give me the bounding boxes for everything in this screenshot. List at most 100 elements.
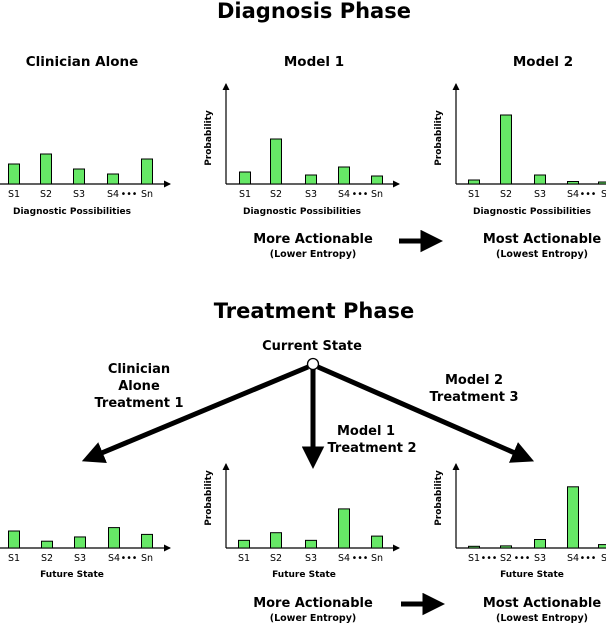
- chart-title: Model 1: [284, 54, 344, 70]
- tick-label: S2: [270, 189, 282, 200]
- treatment-branches: [81, 357, 535, 470]
- bar-sn: [141, 533, 153, 549]
- bar-s1: [238, 539, 250, 549]
- x-axis-label: Diagnostic Possibilities: [473, 207, 591, 217]
- chart-model-1: Model 1 Probability S1 S2 S3 S4 Sn ••• Diagn…: [204, 54, 400, 217]
- tick-label: S: [601, 189, 606, 200]
- tick-label: S1: [468, 189, 480, 200]
- most-actionable-label: Most Actionable: [483, 596, 602, 611]
- tick-label: Sn: [371, 189, 383, 200]
- bar-s3: [74, 536, 86, 549]
- tick-label: S4: [567, 189, 579, 200]
- bar-s2: [500, 114, 512, 185]
- bar-s3: [305, 539, 317, 549]
- lower-entropy-label: (Lower Entropy): [270, 249, 356, 260]
- ellipsis-label: •••: [580, 553, 597, 564]
- bars: [8, 153, 153, 185]
- ellipsis-label: •••: [352, 189, 369, 200]
- x-axis-label: Future State: [272, 570, 336, 580]
- tick-label: S2: [270, 553, 282, 564]
- diagnosis-phase-title: Diagnosis Phase: [217, 0, 411, 23]
- tick-label: S3: [74, 553, 86, 564]
- branch-arrow-left: [81, 364, 309, 463]
- tick-label: S1: [8, 189, 20, 200]
- bar-s3: [73, 168, 85, 185]
- bar-s4: [567, 486, 579, 549]
- bar-s2: [270, 138, 282, 185]
- treatment-phase-title: Treatment Phase: [214, 299, 415, 323]
- bar-s1: [468, 545, 480, 549]
- ellipsis-label: •••: [481, 553, 498, 564]
- diagnosis-actionability: More Actionable (Lower Entropy) Most Act…: [253, 229, 602, 260]
- bar-s2: [500, 545, 512, 549]
- lowest-entropy-label: (Lowest Entropy): [496, 249, 588, 260]
- x-axis-label: Diagnostic Possibilities: [243, 207, 361, 217]
- branch-right-line-2: Treatment 3: [429, 390, 518, 405]
- bar-s1: [239, 171, 251, 185]
- tick-label: S4: [567, 553, 579, 564]
- current-state-node: [306, 357, 320, 371]
- tick-label: Sn: [141, 189, 153, 200]
- tick-label: S2: [500, 553, 512, 564]
- bars: [468, 114, 606, 185]
- bar-s4: [107, 173, 119, 185]
- branch-label-middle: Model 1 Treatment 2: [327, 424, 416, 456]
- ellipsis-label: •••: [121, 189, 138, 200]
- lowest-entropy-label: (Lowest Entropy): [496, 613, 588, 624]
- y-axis-label: Probability: [204, 110, 214, 166]
- bar-s3: [534, 174, 546, 185]
- tick-label: S3: [305, 553, 317, 564]
- x-axis-label: Diagnostic Possibilities: [13, 207, 131, 217]
- branch-label-left: Clinician Alone Treatment 1: [94, 362, 183, 411]
- ellipsis-label: •••: [514, 553, 531, 564]
- bar-sn: [371, 175, 383, 185]
- tick-label: Sn: [371, 553, 383, 564]
- y-axis-label: Probability: [434, 110, 444, 166]
- tick-label: S1: [468, 553, 480, 564]
- bar-s1: [8, 163, 20, 185]
- tick-label: Sn: [141, 553, 153, 564]
- bar-s4: [338, 166, 350, 185]
- tick-label: S4: [108, 553, 120, 564]
- ellipsis-label: •••: [580, 189, 597, 200]
- tick-label: S1: [239, 189, 251, 200]
- bar-s2: [40, 153, 52, 185]
- chart-title: Model 2: [513, 54, 573, 70]
- bars: [8, 527, 153, 549]
- current-state-label: Current State: [262, 339, 362, 354]
- tick-label: S4: [338, 189, 350, 200]
- tick-label: S3: [305, 189, 317, 200]
- chart-title: Clinician Alone: [26, 54, 139, 70]
- tick-label: S4: [107, 189, 119, 200]
- tick-label: S2: [41, 553, 53, 564]
- bars: [239, 138, 383, 185]
- bar-s: [598, 544, 606, 549]
- lower-entropy-label: (Lower Entropy): [270, 613, 356, 624]
- bar-s3: [305, 174, 317, 185]
- branch-left-line-3: Treatment 1: [94, 396, 183, 411]
- bar-s2: [270, 532, 282, 549]
- tick-label: S3: [534, 189, 546, 200]
- bar-s1: [468, 179, 480, 185]
- bars: [468, 486, 606, 549]
- branch-middle-line-2: Treatment 2: [327, 441, 416, 456]
- tick-label: S2: [40, 189, 52, 200]
- bars: [238, 508, 383, 549]
- bar-s4: [338, 508, 350, 549]
- bar-s3: [534, 539, 546, 549]
- most-actionable-label: Most Actionable: [483, 232, 602, 247]
- more-actionable-label: More Actionable: [253, 596, 373, 611]
- more-actionable-label: More Actionable: [253, 232, 373, 247]
- bar-s4: [567, 181, 579, 185]
- bar-sn: [371, 535, 383, 549]
- treatment-actionability: More Actionable (Lower Entropy) Most Act…: [253, 592, 602, 624]
- tick-label: S1: [238, 553, 250, 564]
- y-axis-label: Probability: [434, 470, 444, 526]
